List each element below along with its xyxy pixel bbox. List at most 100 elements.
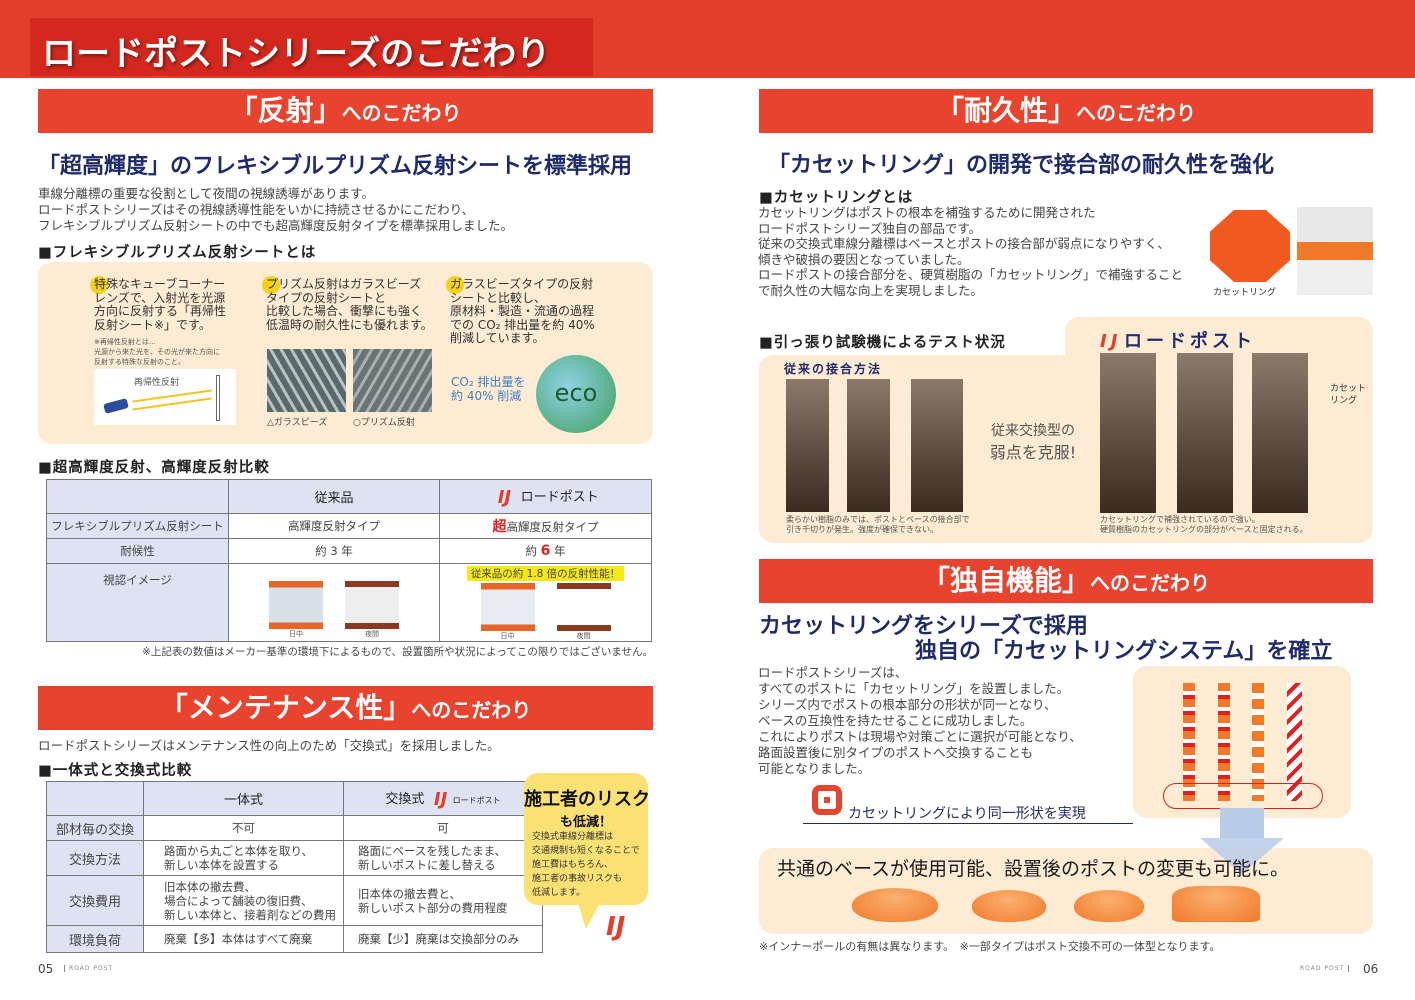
glass-beads-photo: [267, 349, 346, 412]
bases-notes: ※インナーポールの有無は異なります。 ※一部タイプはポスト交換不可の一体型となり…: [759, 940, 1221, 953]
footer-left: ROAD POST: [64, 965, 113, 972]
callout-title: 施工者のリスク: [524, 789, 650, 810]
test-photo: [1100, 353, 1156, 513]
base-image: [1172, 886, 1260, 922]
post-image: [1252, 683, 1264, 801]
caption-roadpost: カセットリングで補強されているので強い。 硬質樹脂のカセットリングの部分がベース…: [1100, 515, 1308, 534]
risk-callout-bubble: 施工者のリスク も低減！ 交換式車線分離標は 交通規制も短くなることで 施工費は…: [524, 773, 650, 905]
row-label: 耐候性: [46, 538, 229, 564]
cell: 超高輝度反射タイプ: [439, 513, 652, 539]
section-suffix: へのこだわり: [1076, 101, 1196, 125]
subheading-type-comparison: ■一体式と交換式比較: [38, 763, 193, 779]
subheading-comparison: ■超高輝度反射、高輝度反射比較: [38, 460, 270, 476]
bubble-tail: [578, 903, 600, 929]
section-bar-maintenance: 「メンテナンス性」へのこだわり: [38, 686, 653, 730]
cell: 廃棄【少】廃棄は交換部分のみ: [343, 925, 543, 953]
subheading-tensile-test: ■引っ張り試験機によるテスト状況: [759, 335, 1006, 351]
page-title: ロードポストシリーズのこだわり: [30, 18, 593, 76]
cassette-ring-body: カセットリングはポストの根本を補強するために開発された ロードポストシリーズ独自…: [758, 205, 1184, 298]
row-label: フレキシブルプリズム反射シート: [46, 513, 229, 539]
cassette-ring-image: [1210, 210, 1290, 282]
subheading-prism-sheet: ■フレキシブルプリズム反射シートとは: [38, 245, 317, 261]
overcome-arrow: 従来交換型の弱点を克服!: [989, 423, 1077, 462]
night-sample: [345, 580, 399, 629]
bases-title: 共通のベースが使用可能、設置後のポストの変更も可能に。: [777, 858, 1290, 880]
prism-label: ○プリズム反射: [353, 418, 415, 428]
cell: 可: [343, 815, 543, 841]
night-sample: [556, 583, 611, 631]
row-label: 環境負荷: [46, 925, 144, 953]
table-footnote: ※上記表の数値はメーカー基準の環境下によるもので、設置箇所や状況によってこの限り…: [142, 646, 653, 658]
section-title: 「耐久性」: [935, 94, 1076, 127]
empty-header: [46, 479, 229, 514]
post-image: [1183, 683, 1195, 801]
flashlight-icon: [103, 398, 129, 414]
down-arrow-icon: [1200, 838, 1284, 874]
roadpost-logo-icon: IJ: [606, 912, 626, 942]
unique-body: ロードポストシリーズは、 すべてのポストに「カセットリング」を設置しました。 シ…: [758, 665, 1082, 776]
info-col-3: ガラスビーズタイプの反射 シートと比較し、 原材料・製造・流通の過程 での CO…: [446, 276, 595, 346]
row-label: 交換費用: [46, 875, 144, 926]
highlight-badge: 従来品の約 1.8 倍の反射性能！: [466, 566, 625, 581]
section-bar-reflection: 「反射」へのこだわり: [38, 89, 653, 133]
cassette-ring-label: カセットリング: [1213, 288, 1277, 298]
test-photo: [1252, 353, 1308, 513]
footer-right: ROAD POST: [1300, 965, 1350, 972]
durability-headline: 「カセットリング」の開発で接合部の耐久性を強化: [768, 152, 1275, 178]
glass-beads-label: △ガラスビーズ: [267, 418, 328, 428]
ring-caption: カセットリングにより同一形状を実現: [848, 806, 1086, 822]
daytime-sample: [269, 580, 323, 629]
maintenance-intro: ロードポストシリーズはメンテナンス性の向上のため「交換式」を採用しました。: [38, 738, 500, 753]
retroreflection-note: ※再帰性反射とは… 光源から来た光を、その光が来た方向に 反射する特殊な反射のこ…: [94, 338, 220, 366]
section-title: 「反射」: [229, 94, 342, 127]
section-title: 「独自機能」: [921, 564, 1090, 597]
image-cell: 日中 夜間: [228, 563, 440, 642]
daytime-sample: [480, 583, 535, 631]
roadpost-logo-icon: IJ: [497, 486, 512, 508]
retroreflection-diagram: 再帰性反射: [94, 369, 236, 425]
col-conventional: 従来品: [228, 479, 440, 514]
unique-headline-2: 独自の「カセットリングシステム」を確立: [915, 638, 1333, 664]
callout-subtitle: も低減！: [559, 815, 612, 830]
down-arrow-shaft: [1220, 808, 1264, 838]
callout-body: 交換式車線分離標は 交通規制も短くなることで 施工費はもちろん、 施工者の事故リ…: [532, 832, 640, 898]
unique-headline-1: カセットリングをシリーズで採用: [759, 613, 1088, 639]
cassette-ring-icon: [812, 785, 842, 815]
cell: 約 3 年: [228, 538, 440, 564]
ring-closeup-photo: [1297, 207, 1373, 295]
eco-globe-icon: eco: [536, 355, 616, 433]
base-image: [852, 888, 938, 922]
section-bar-unique: 「独自機能」へのこだわり: [759, 559, 1373, 603]
cell: 旧本体の撤去費と、 新しいポスト部分の費用程度: [343, 875, 543, 926]
page-number-left: 05: [38, 962, 54, 976]
row-label: 視認イメージ: [46, 563, 229, 642]
reflection-intro: 車線分離標の重要な役割として夜間の視線誘導があります。 ロードポストシリーズはそ…: [38, 186, 514, 233]
test-photo: [847, 379, 890, 512]
info-col-1: 特殊なキューブコーナー レンズで、入射光を光源 方向に反射する「再帰性 反射シー…: [90, 276, 226, 332]
section-bar-durability: 「耐久性」へのこだわり: [759, 89, 1373, 133]
cell: 不可: [143, 815, 344, 841]
base-highlight-oval: [1163, 783, 1323, 809]
cell: 約 6 年: [439, 538, 652, 564]
image-cell: 従来品の約 1.8 倍の反射性能！ 日中 夜間: [439, 563, 652, 642]
col-roadpost: IJ ロードポスト: [439, 479, 652, 514]
reflector: [216, 375, 220, 421]
cell: 路面から丸ごと本体を取り、 新しい本体を設置する: [143, 840, 344, 876]
empty-header: [46, 781, 144, 816]
roadpost-logo-icon: IJ: [433, 788, 448, 810]
section-title: 「メンテナンス性」: [159, 691, 412, 724]
base-image: [1074, 890, 1144, 922]
caption-underline: [803, 823, 1133, 824]
info-col-2: プリズム反射はガラスビーズ タイプの反射シートと 比較した場合、衝撃にも強く 低…: [262, 276, 433, 332]
cell: 高輝度反射タイプ: [228, 513, 440, 539]
cassette-ring-callout: カセット リング: [1330, 384, 1367, 406]
cell: 旧本体の撤去費、 場合によって舗装の復旧費、 新しい本体と、接着剤などの費用: [143, 875, 344, 926]
row-label: 交換方法: [46, 840, 144, 876]
section-suffix: へのこだわり: [411, 698, 532, 722]
col-integrated: 一体式: [143, 781, 344, 816]
base-image: [972, 890, 1046, 922]
